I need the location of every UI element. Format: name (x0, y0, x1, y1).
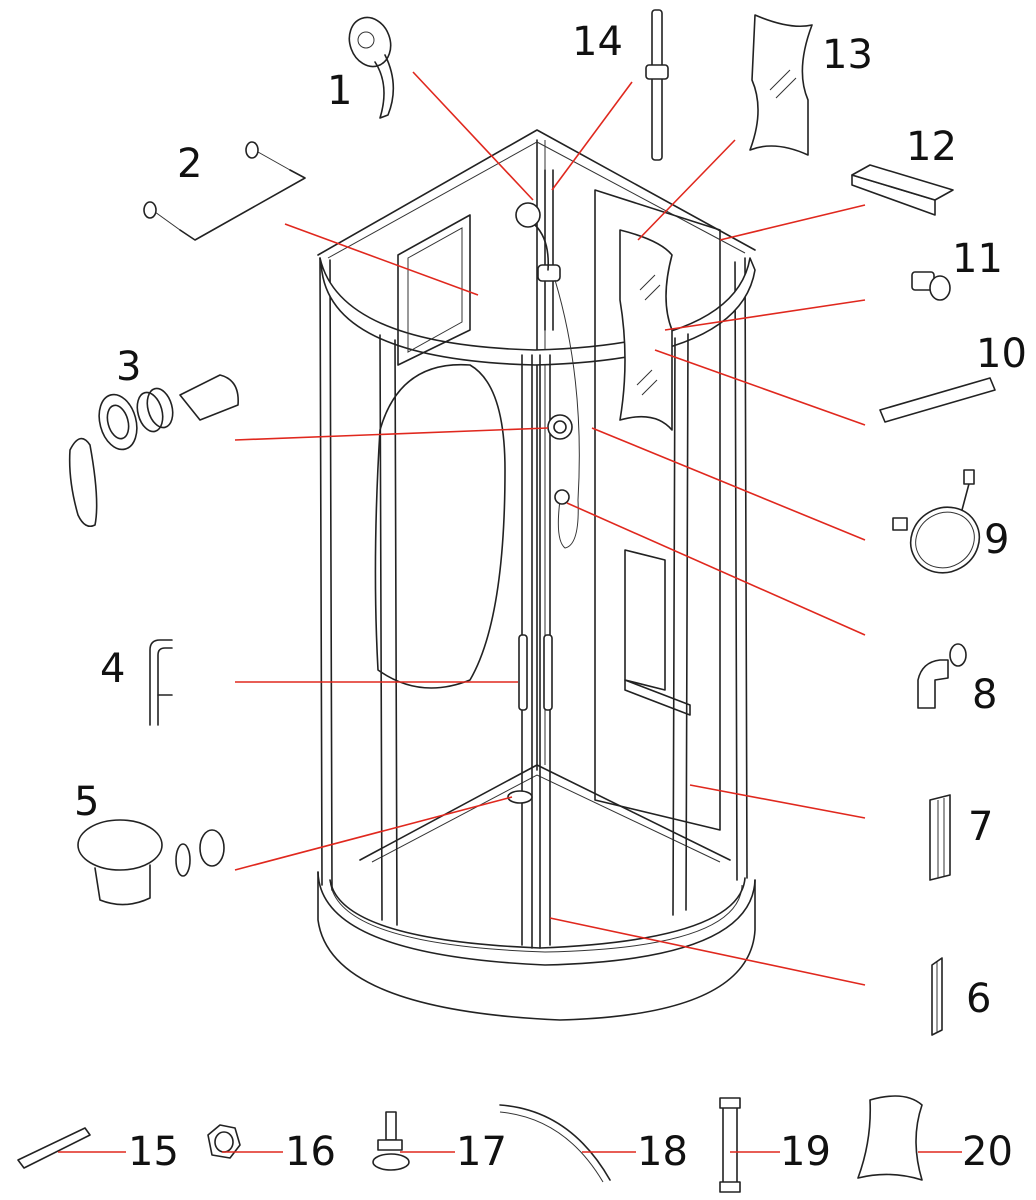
callout-4: 4 (100, 646, 125, 692)
part-11-knob (911, 271, 951, 301)
leader-8 (566, 502, 866, 636)
callout-16: 16 (285, 1129, 336, 1175)
callout-13: 13 (822, 32, 873, 78)
callout-1: 1 (327, 68, 352, 114)
part-15-profile (17, 1127, 91, 1169)
callout-3: 3 (116, 344, 141, 390)
callout-18: 18 (637, 1129, 688, 1175)
part-8-elbow-connector (917, 643, 967, 709)
part-13-glass-panel (749, 14, 813, 156)
part-9-shower-hose (892, 469, 981, 574)
part-7-magnetic-strip (929, 794, 951, 881)
callout-14: 14 (572, 19, 623, 65)
leader-9 (591, 427, 866, 541)
leader-11 (664, 299, 866, 331)
shower-cabin (317, 129, 756, 1021)
part-17-adjustable-foot (372, 1111, 410, 1171)
part-10-rod (879, 377, 996, 423)
callout-7: 7 (968, 804, 993, 850)
part-2-towel-bar (143, 141, 306, 241)
leader-14 (551, 81, 633, 191)
leader-12 (719, 204, 866, 241)
leader-7 (689, 784, 866, 819)
part-12-bracket (851, 164, 954, 216)
part-3-mixer-valve (68, 374, 239, 528)
leader-2 (284, 223, 479, 296)
callout-2: 2 (177, 141, 202, 187)
part-18-braided-hose (499, 1104, 611, 1183)
callout-20: 20 (962, 1129, 1013, 1175)
callout-numbers: 1 2 3 4 5 6 7 8 9 10 11 12 13 14 15 16 1… (74, 19, 1027, 1175)
part-1-hand-shower (348, 16, 395, 119)
leader-lines (58, 71, 962, 1153)
part-6-seal-strip (931, 957, 943, 1036)
leader-3 (234, 427, 549, 441)
leader-13 (637, 139, 736, 241)
part-20-curved-panel (857, 1095, 923, 1181)
leader-1 (412, 71, 534, 201)
callout-8: 8 (972, 672, 997, 718)
callout-6: 6 (966, 976, 991, 1022)
callout-15: 15 (128, 1129, 179, 1175)
callout-17: 17 (456, 1129, 507, 1175)
part-19-pipe (719, 1097, 741, 1193)
callout-19: 19 (780, 1129, 831, 1175)
part-4-door-handle (149, 639, 173, 726)
callout-10: 10 (976, 331, 1027, 377)
callout-9: 9 (984, 517, 1009, 563)
leader-6 (549, 917, 866, 986)
leader-5 (234, 796, 513, 871)
callout-5: 5 (74, 779, 99, 825)
callout-11: 11 (952, 236, 1003, 282)
part-5-drain-assembly (77, 819, 225, 906)
leader-10 (654, 349, 866, 426)
callout-12: 12 (906, 124, 957, 170)
part-14-slide-rail (645, 9, 669, 161)
part-16-nut (207, 1124, 241, 1159)
